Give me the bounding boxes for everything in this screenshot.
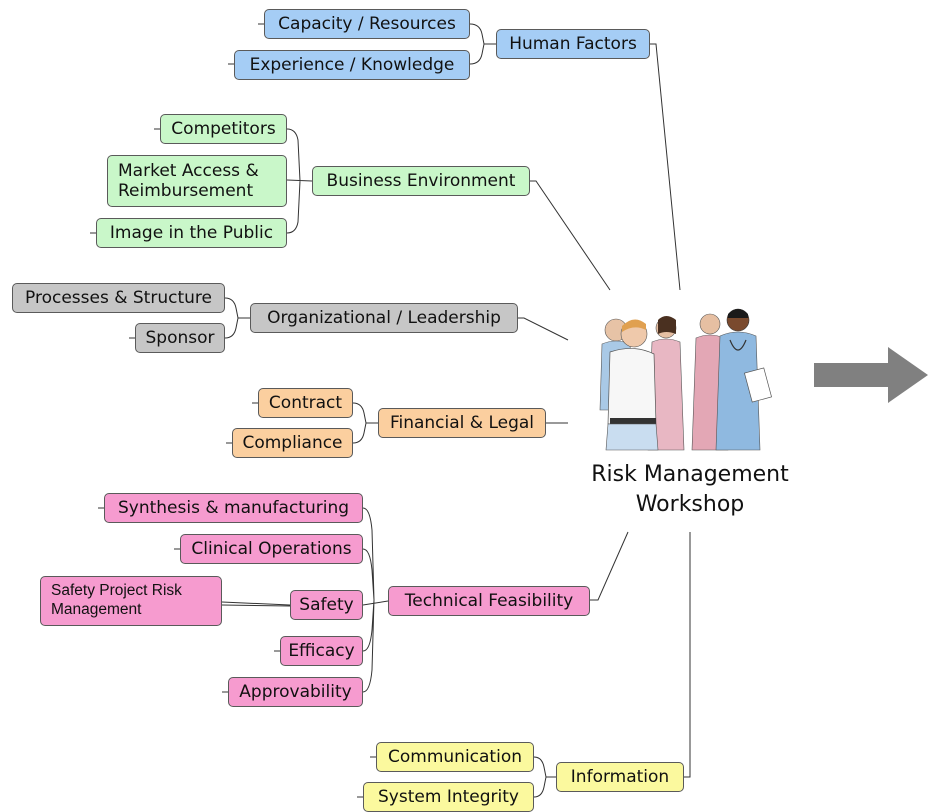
branch-technical-feasibility: Technical Feasibility <box>388 586 590 616</box>
leaf-experience-knowledge: Experience / Knowledge <box>234 50 470 80</box>
leaf-efficacy: Efficacy <box>280 636 363 666</box>
leaf-compliance: Compliance <box>232 428 353 458</box>
leaf-clinical-operations: Clinical Operations <box>180 534 363 564</box>
leaf-sponsor: Sponsor <box>135 323 225 353</box>
leaf-contract: Contract <box>258 388 353 418</box>
leaf-approvability: Approvability <box>228 677 363 707</box>
person-center-woman <box>647 316 685 451</box>
branch-human-factors: Human Factors <box>496 29 650 59</box>
leaf-market-access: Market Access & Reimbursement <box>107 155 287 207</box>
person-doctor <box>715 308 772 451</box>
branch-information: Information <box>556 762 684 792</box>
branch-organizational-leadership: Organizational / Leadership <box>250 303 518 333</box>
person-front-man <box>605 319 659 451</box>
medical-team-illustration <box>599 308 772 451</box>
leaf-capacity-resources: Capacity / Resources <box>264 9 470 39</box>
leaf-competitors: Competitors <box>160 114 287 144</box>
leaf-processes-structure: Processes & Structure <box>12 283 225 313</box>
branch-business-environment: Business Environment <box>312 166 530 196</box>
leaf-image-in-public: Image in the Public <box>96 218 287 248</box>
leaf-safety: Safety <box>290 590 363 620</box>
right-arrow-icon <box>814 347 928 403</box>
leaf-system-integrity: System Integrity <box>363 782 534 812</box>
leaf-communication: Communication <box>376 742 534 772</box>
leaf-synthesis-manufacturing: Synthesis & manufacturing <box>104 493 363 523</box>
leaf-safety-project-risk-management: Safety Project Risk Management <box>40 576 222 626</box>
center-title: Risk Management Workshop <box>591 462 789 517</box>
branch-financial-legal: Financial & Legal <box>378 408 546 438</box>
